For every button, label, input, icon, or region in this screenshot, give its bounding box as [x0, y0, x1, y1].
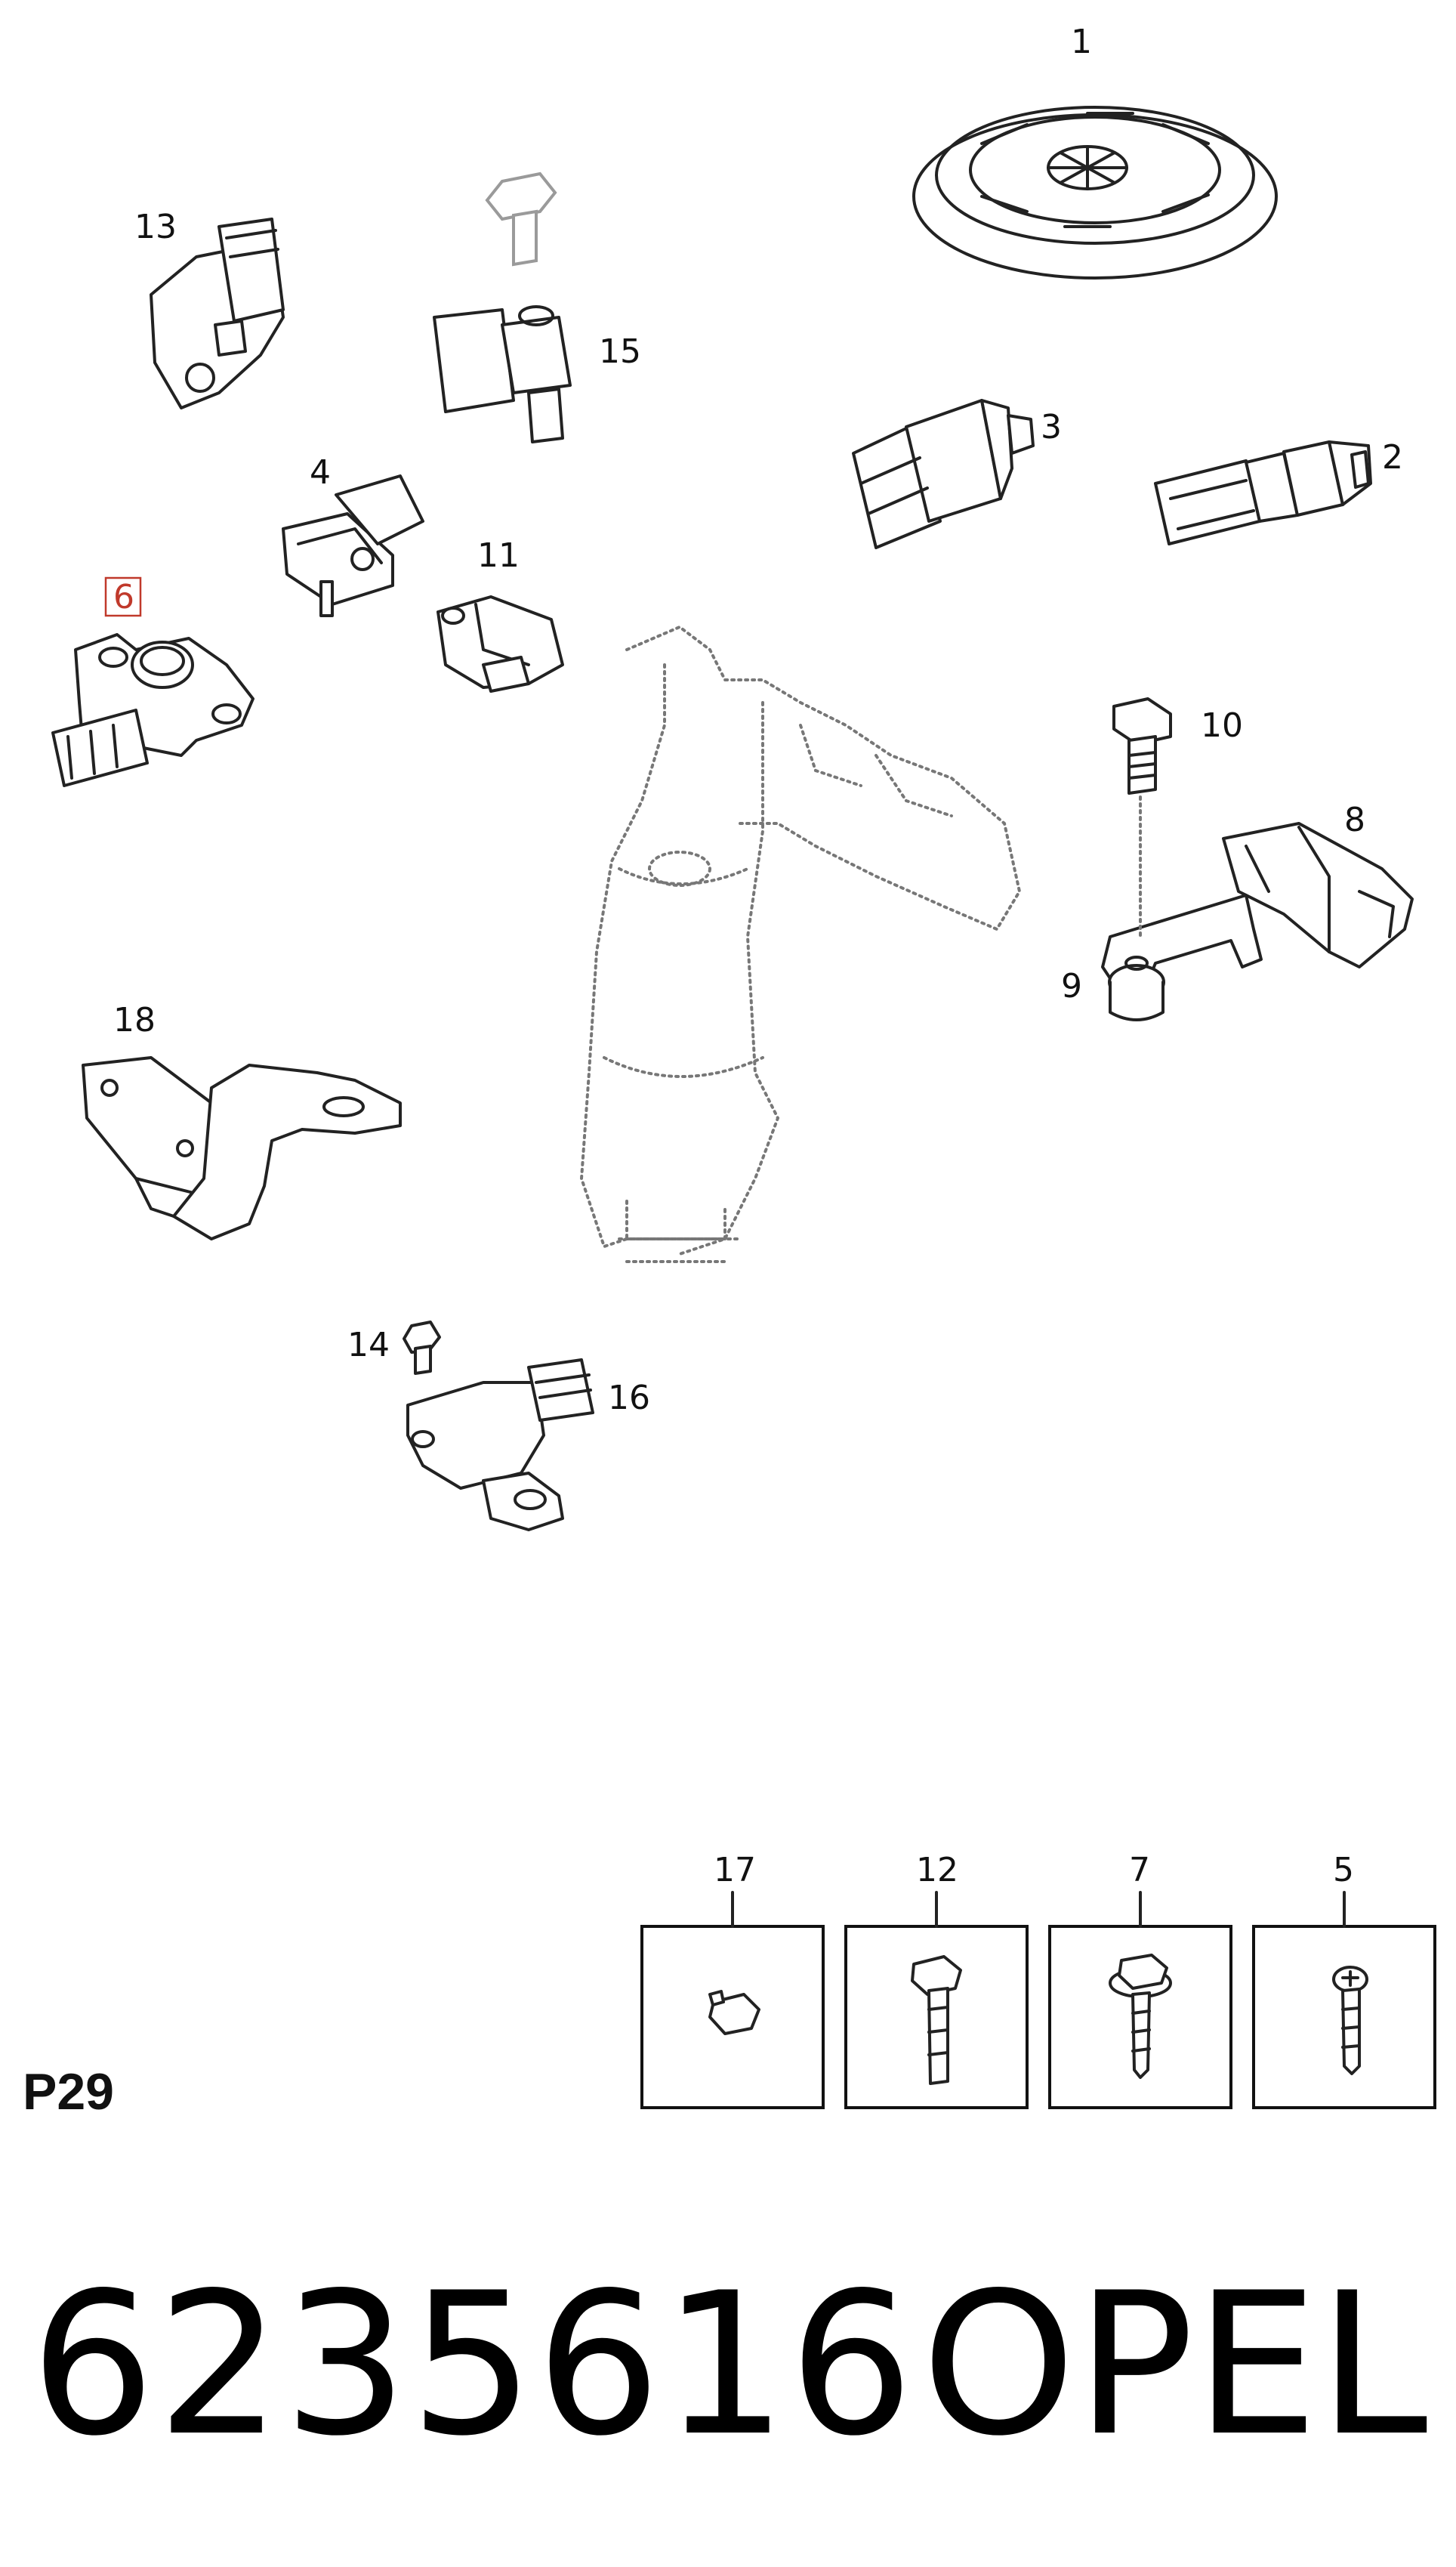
part-6-pressure-sensor[interactable] — [51, 633, 254, 787]
callout-4: 4 — [310, 453, 331, 492]
callout-3: 3 — [1041, 408, 1062, 446]
exhaust-manifold-context — [579, 625, 1022, 1263]
callout-14: 14 — [347, 1326, 390, 1364]
callout-12: 12 — [916, 1851, 958, 1889]
fastener-box-12[interactable] — [844, 1891, 1029, 2109]
callout-17: 17 — [714, 1851, 756, 1889]
callout-5: 5 — [1333, 1851, 1354, 1889]
part-10-bolt[interactable] — [1112, 697, 1172, 938]
part-14-screw[interactable] — [403, 1321, 441, 1375]
part-15-sensor[interactable] — [433, 171, 572, 443]
callout-13: 13 — [134, 208, 177, 246]
page-code: P29 — [23, 2063, 114, 2121]
part-3-pressure-sensor[interactable] — [852, 399, 1035, 549]
part-4-map-sensor[interactable] — [282, 474, 424, 617]
fastener-box-17[interactable] — [640, 1891, 825, 2109]
callout-18: 18 — [113, 1001, 156, 1039]
fastener-box-7[interactable] — [1048, 1891, 1232, 2109]
part-11-map-sensor[interactable] — [436, 595, 564, 693]
part-9-bracket[interactable] — [1101, 894, 1263, 1021]
callout-1: 1 — [1071, 23, 1092, 61]
part-16-sensor-module[interactable] — [406, 1358, 594, 1531]
brand-name: OPEL — [921, 2251, 1428, 2479]
callout-8: 8 — [1344, 801, 1365, 839]
callout-6: 6 — [113, 578, 134, 616]
fastener-box-5[interactable] — [1252, 1891, 1436, 2109]
part-8-connector[interactable] — [1222, 822, 1414, 968]
part-1-damper-disc[interactable] — [912, 106, 1278, 280]
part-18-bracket[interactable] — [82, 1056, 402, 1240]
callout-15: 15 — [599, 332, 641, 371]
callout-6-highlight-box — [104, 576, 142, 617]
part-number: 6235616 — [30, 2251, 915, 2479]
part-2-temperature-sensor[interactable] — [1154, 440, 1372, 545]
callout-11: 11 — [477, 536, 520, 575]
callout-9: 9 — [1061, 967, 1082, 1005]
part-13-sensor-bracket[interactable] — [150, 218, 285, 409]
callout-2: 2 — [1382, 438, 1403, 477]
callout-10: 10 — [1201, 706, 1243, 745]
callout-16: 16 — [608, 1379, 650, 1417]
callout-7: 7 — [1129, 1851, 1150, 1889]
